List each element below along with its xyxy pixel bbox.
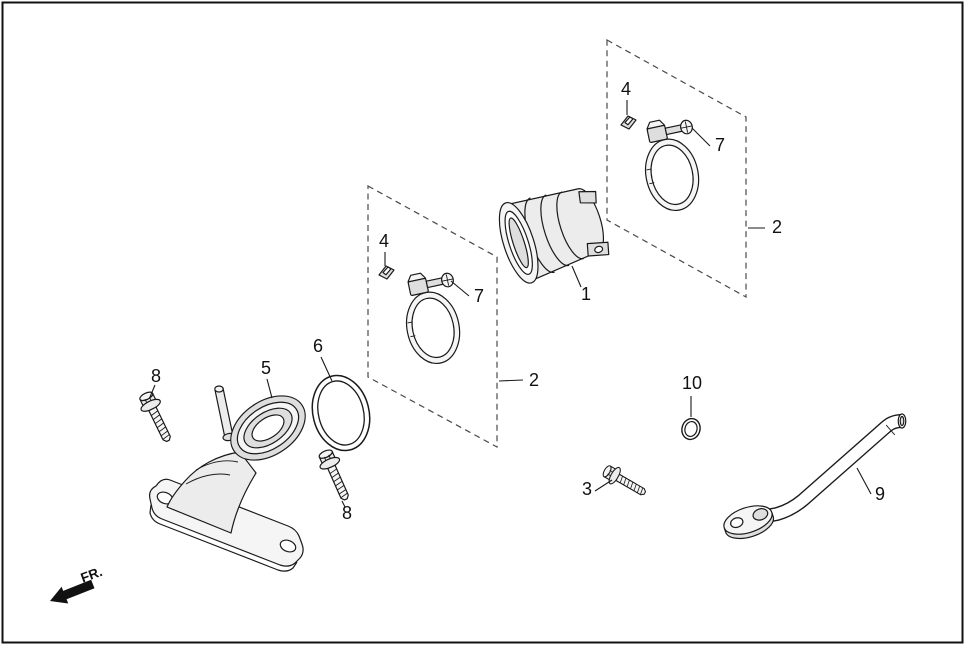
leader-line-7-right <box>691 127 711 147</box>
callout-label-4-left: 4 <box>379 231 389 251</box>
callout-label-3: 3 <box>582 479 592 499</box>
part-oring-large <box>311 374 371 452</box>
leader-line-8-lower <box>341 500 346 508</box>
part-intake-manifold <box>149 385 306 572</box>
callout-label-1: 1 <box>581 284 591 304</box>
fr-arrow-icon <box>50 579 95 604</box>
fr-direction-indicator: FR. <box>50 564 105 604</box>
leader-line-6 <box>320 356 333 382</box>
leader-line-3 <box>594 479 613 492</box>
dashed-group-box-right <box>606 38 747 299</box>
leader-line-1 <box>571 265 582 288</box>
callout-label-2-left: 2 <box>529 370 539 390</box>
callout-label-6: 6 <box>313 336 323 356</box>
leader-line-5 <box>266 378 273 399</box>
callout-label-10: 10 <box>682 373 702 393</box>
callout-label-8-lower: 8 <box>342 503 352 523</box>
fr-label: FR. <box>79 564 105 586</box>
callout-label-8-upper: 8 <box>151 366 161 386</box>
leader-line-9 <box>856 467 872 495</box>
part-oring-small <box>681 417 701 441</box>
callout-label-7-left: 7 <box>474 286 484 306</box>
callout-label-4-right: 4 <box>621 79 631 99</box>
leader-line-8-upper <box>149 384 156 398</box>
part-pipe <box>723 413 907 540</box>
callout-label-2-right: 2 <box>772 217 782 237</box>
callout-label-7-right: 7 <box>715 135 725 155</box>
leader-line-2-left <box>498 379 524 382</box>
dashed-group-box-left <box>367 184 498 449</box>
leader-line-7-left <box>450 280 470 297</box>
callout-label-5: 5 <box>261 358 271 378</box>
part-insulator-boot <box>498 188 610 284</box>
callout-label-9: 9 <box>875 484 885 504</box>
